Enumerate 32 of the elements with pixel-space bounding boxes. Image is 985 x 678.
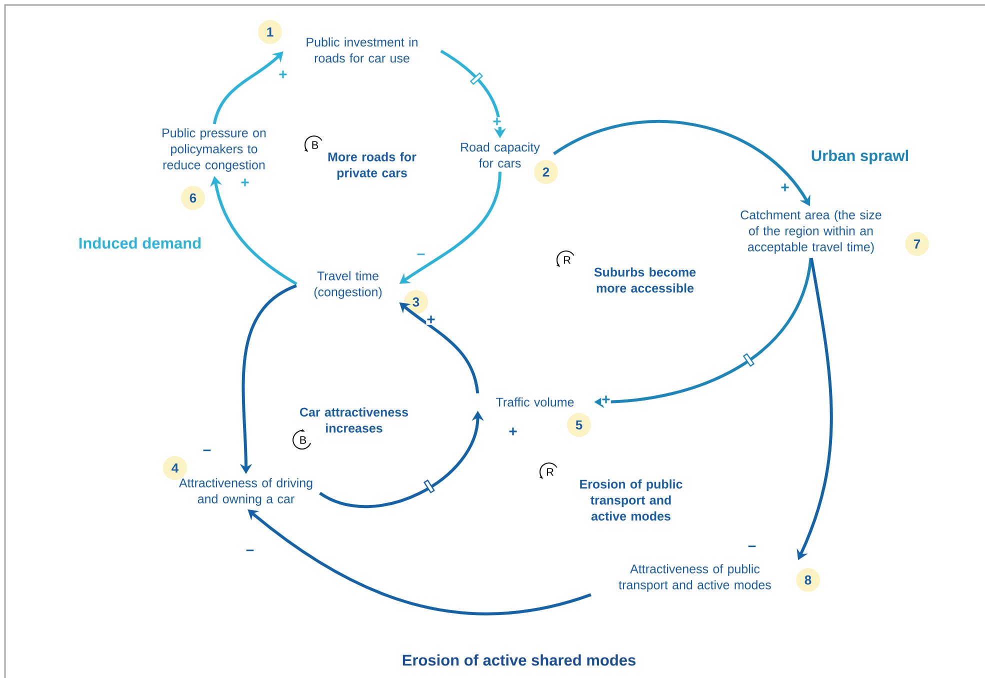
number-badge: 8: [796, 568, 820, 592]
number-badge: 3: [404, 290, 428, 314]
polarity-sign: +: [508, 427, 518, 437]
number-badge: 1: [258, 20, 282, 44]
loop-title: Induced demand: [79, 237, 201, 249]
polarity-sign: +: [601, 395, 611, 405]
polarity-sign: –: [747, 545, 757, 551]
polarity-sign: –: [245, 549, 255, 555]
variable-label: Public pressure on policymakers to reduce congestion: [162, 128, 266, 172]
loop-name: More roads for private cars: [328, 152, 416, 180]
loop-name: Erosion of public transport and active modes: [580, 479, 682, 521]
variable-label: Public investment in roads for car use: [306, 37, 418, 63]
loop-title: Erosion of active shared modes: [402, 654, 636, 666]
variable-label: Attractiveness of public transport and active modes: [618, 564, 771, 592]
variable-label: Catchment area (the size of the region within an acceptable travel time): [740, 210, 882, 254]
polarity-sign: –: [416, 253, 426, 259]
polarity-sign: +: [426, 315, 436, 325]
polarity-sign: +: [780, 183, 790, 193]
number-badge: 4: [163, 456, 187, 480]
polarity-sign: +: [278, 70, 288, 80]
number-badge: 2: [534, 160, 558, 184]
variable-label: Attractiveness of driving and owning a car: [179, 478, 312, 506]
variable-label: Travel time (congestion): [314, 271, 382, 299]
polarity-sign: –: [202, 449, 212, 455]
polarity-sign: +: [492, 117, 502, 127]
number-badge: 6: [181, 186, 205, 210]
number-badge: 5: [567, 413, 591, 437]
loop-title: Urban sprawl: [812, 150, 908, 164]
polarity-sign: +: [240, 178, 250, 188]
variable-label: Traffic volume: [496, 397, 574, 407]
number-badge: 7: [905, 232, 929, 256]
loop-name: Suburbs become more accessible: [594, 267, 696, 293]
